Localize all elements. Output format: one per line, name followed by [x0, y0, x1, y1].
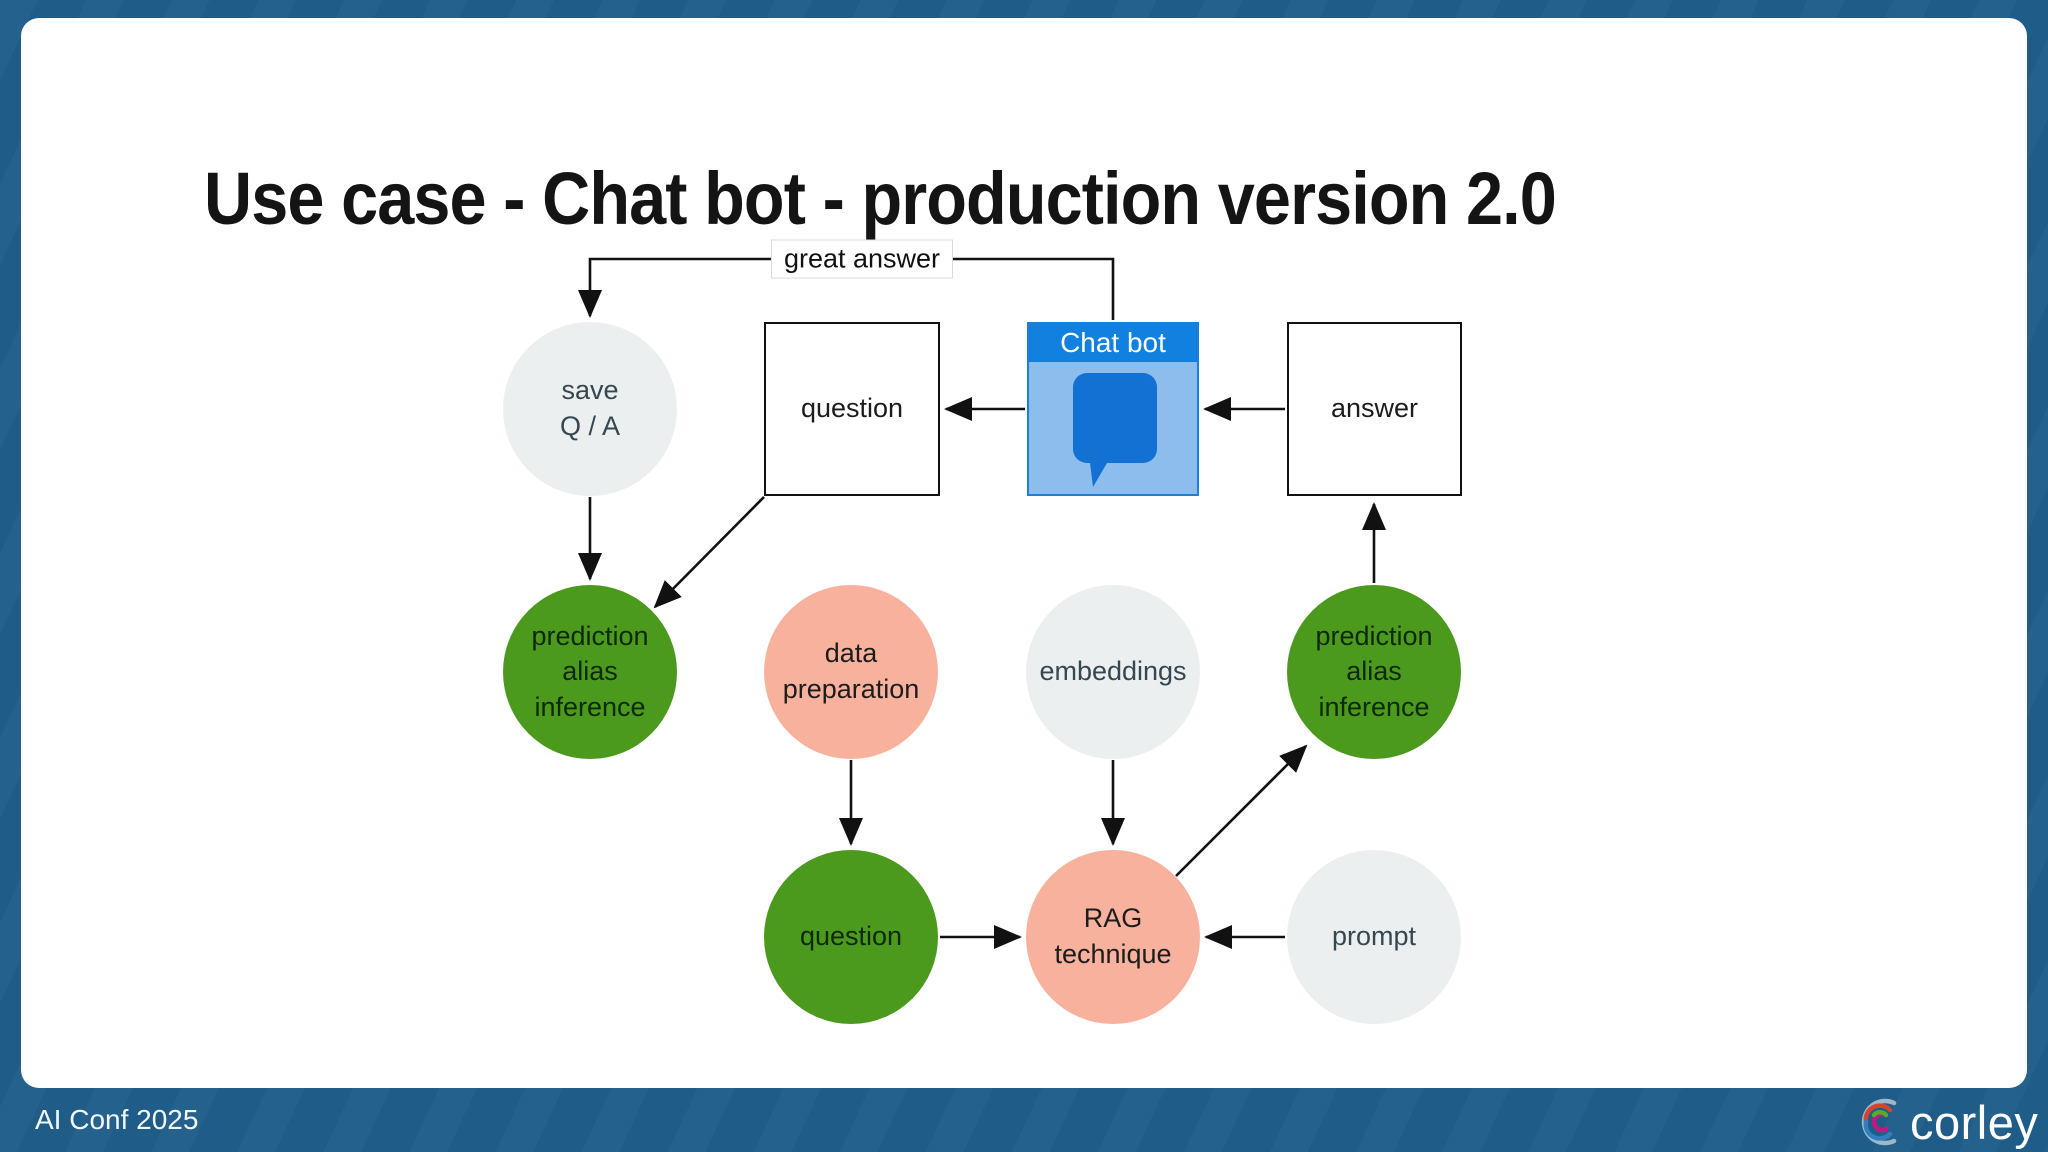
corley-logo: corley — [1854, 1094, 2038, 1150]
node-question-box: question — [764, 322, 940, 496]
node-prediction-right-label: prediction alias inference — [1315, 620, 1433, 722]
node-prediction-left: prediction alias inference — [503, 585, 677, 759]
node-rag-technique: RAG technique — [1026, 850, 1200, 1024]
node-rag-technique-label: RAG technique — [1054, 903, 1172, 969]
corley-logo-text: corley — [1910, 1095, 2039, 1149]
footer-event-label: AI Conf 2025 — [35, 1104, 199, 1135]
chat-bubble-icon — [1073, 373, 1157, 487]
node-prediction-right: prediction alias inference — [1287, 585, 1461, 759]
edge-questionbox-to-prediction-left — [653, 496, 765, 609]
node-prediction-left-label: prediction alias inference — [531, 620, 649, 722]
page-title: Use case - Chat bot - production version… — [204, 157, 1557, 240]
node-question-circle-label: question — [799, 921, 903, 952]
chat-bot-body — [1029, 362, 1197, 494]
node-question-box-label: question — [800, 393, 904, 424]
node-prompt: prompt — [1287, 850, 1461, 1024]
edge-rag-to-prediction-right — [1175, 744, 1308, 877]
slide-canvas: Use case - Chat bot - production version… — [21, 18, 2027, 1088]
chat-bot-title: Chat bot — [1029, 324, 1197, 362]
corley-logo-icon — [1861, 1098, 1897, 1146]
node-prompt-label: prompt — [1331, 921, 1417, 952]
node-answer-box: answer — [1287, 322, 1462, 496]
node-data-preparation: data preparation — [764, 585, 938, 759]
node-question-circle: question — [764, 850, 938, 1024]
edge-label-great-answer: great answer — [770, 239, 954, 279]
node-save-qa: save Q / A — [503, 322, 677, 496]
node-save-qa-label: save Q / A — [559, 375, 621, 441]
node-answer-box-label: answer — [1330, 393, 1419, 424]
node-embeddings-label: embeddings — [1039, 656, 1187, 687]
node-embeddings: embeddings — [1026, 585, 1200, 759]
node-chat-bot: Chat bot — [1027, 322, 1199, 496]
node-data-preparation-label: data preparation — [782, 638, 920, 704]
